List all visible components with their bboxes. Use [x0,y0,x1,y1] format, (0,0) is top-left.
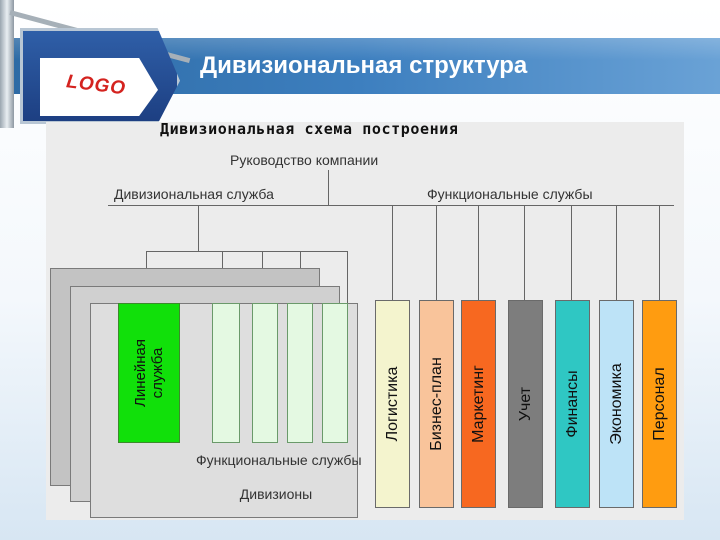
drop-accounting [524,205,525,300]
functional-unit-label: Учет [516,386,534,422]
functional-unit-label: Экономика [607,363,625,445]
divisions-label: Дивизионы [239,486,313,502]
logo-sign-face [40,58,158,116]
functional-unit-5: Финансы [555,300,590,508]
division-bus [146,251,348,252]
functional-unit-6: Экономика [599,300,634,508]
drop-marketing [478,205,479,300]
division-functional-unit-1 [212,303,240,443]
root-label: Руководство компании [230,152,379,168]
drop-logistics [392,205,393,300]
division-functional-services-label: Функциональные службы [196,452,362,468]
division-drop [198,205,199,251]
drop-personnel [659,205,660,300]
line-service-box: Линейная служба [118,303,180,443]
functional-unit-3: Маркетинг [461,300,496,508]
diagram-title: Дивизиональная схема построения [160,120,459,138]
division-tick-5 [347,251,348,303]
sign-pole [0,0,14,128]
drop-business-plan [436,205,437,300]
drop-economics [616,205,617,300]
functional-services-label: Функциональные службы [427,186,593,202]
branch-line [108,205,674,206]
slide-title: Дивизиональная структура [200,52,528,79]
division-functional-unit-3 [287,303,313,443]
functional-unit-label: Маркетинг [469,365,487,443]
functional-unit-7: Персонал [642,300,677,508]
functional-unit-2: Бизнес-план [419,300,454,508]
functional-unit-4: Учет [508,300,543,508]
division-functional-unit-4 [322,303,348,443]
functional-unit-label: Персонал [650,367,668,441]
functional-unit-label: Финансы [563,370,581,438]
root-connector [328,170,329,205]
line-service-label: Линейная служба [132,339,166,407]
functional-unit-label: Бизнес-план [427,357,445,451]
division-tick-1 [146,251,147,269]
functional-unit-1: Логистика [375,300,410,508]
divisional-service-label: Дивизиональная служба [114,186,274,202]
drop-finance [571,205,572,300]
functional-unit-label: Логистика [383,366,401,442]
division-functional-unit-2 [252,303,278,443]
